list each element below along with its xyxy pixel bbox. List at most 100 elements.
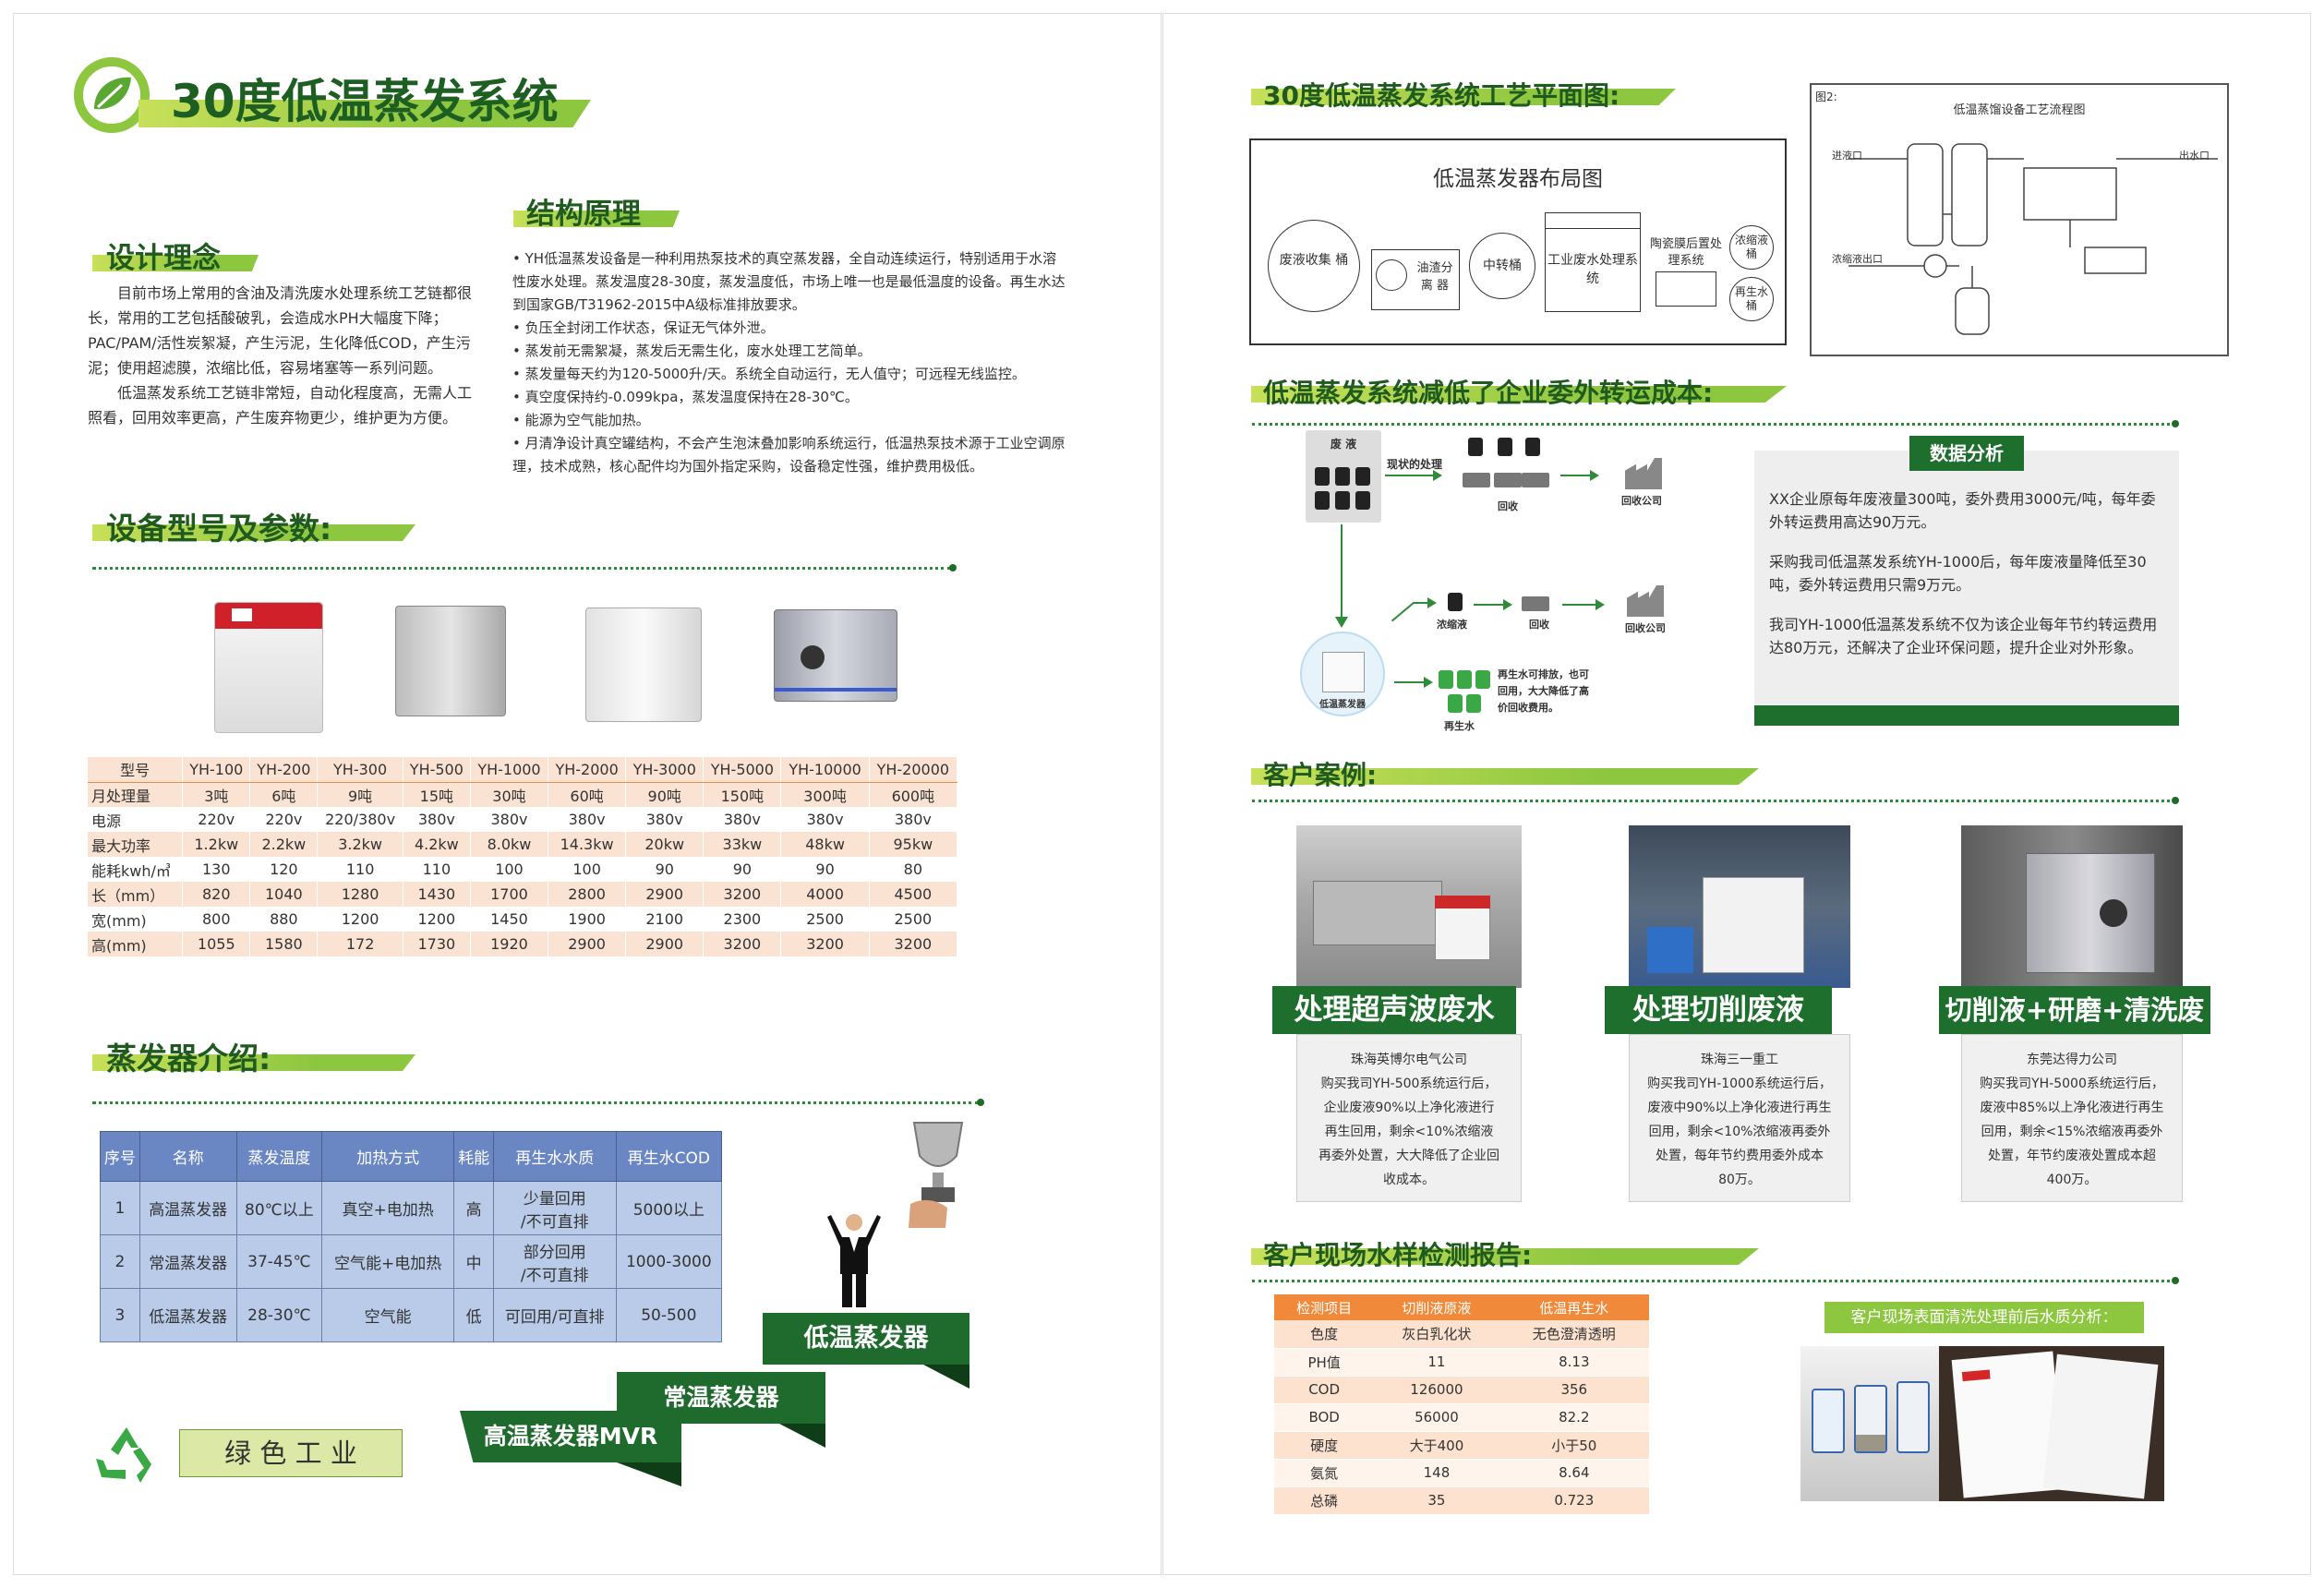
models-header-cell: YH-20000: [869, 757, 958, 783]
test-report-photo: [1939, 1346, 2164, 1501]
green-industry-label: 绿 色 工 业: [179, 1429, 403, 1477]
models-cell: 2100: [625, 907, 704, 932]
models-header-cell: YH-3000: [625, 757, 704, 783]
models-cell: 2900: [625, 932, 704, 956]
models-header-cell: YH-5000: [703, 757, 782, 783]
evaporator-cell: 高: [453, 1181, 494, 1235]
case3-photo: [1961, 825, 2183, 988]
models-cell: 4500: [869, 882, 958, 907]
report-cell: 氨氮: [1274, 1459, 1375, 1487]
models-cell: 1200: [403, 907, 471, 932]
evaporator-header-cell: 蒸发温度: [235, 1131, 323, 1182]
models-cell: 2500: [780, 907, 870, 932]
evaporator-cell: 空气能: [321, 1288, 455, 1342]
models-cell: 1055: [182, 932, 251, 956]
evaporator-cell: 可回用/可直排: [492, 1288, 617, 1342]
report-cell: 硬度: [1274, 1431, 1375, 1460]
page-title: 30度低温蒸发系统: [171, 75, 559, 128]
case2-photo: [1629, 825, 1850, 988]
models-cell: 3吨: [182, 782, 251, 807]
models-cell: 1580: [249, 932, 319, 956]
models-cell: 3200: [869, 932, 958, 956]
models-cell: 300吨: [780, 782, 870, 807]
layout-transfer-drum: 中转桶: [1469, 233, 1535, 299]
models-cell: 1280: [317, 882, 403, 907]
models-cell: 1200: [317, 907, 403, 932]
leaf-logo-icon: [74, 57, 150, 133]
models-cell: 880: [249, 907, 319, 932]
models-cell: 1040: [249, 882, 319, 907]
evaporator-cell: 少量回用/不可直排: [492, 1181, 617, 1235]
report-header-cell: 切削液原液: [1374, 1294, 1499, 1320]
report-row: 色度灰白乳化状无色澄清透明: [1274, 1320, 1649, 1349]
models-header-cell: YH-2000: [548, 757, 627, 783]
models-cell: 600吨: [869, 782, 958, 807]
trophy-icon: [901, 1119, 975, 1230]
models-cell: 90吨: [625, 782, 704, 807]
layout-collect-drum: 废液收集 桶: [1268, 220, 1360, 312]
step-low-temp: 低温蒸发器: [763, 1313, 969, 1365]
layout-concentrate-drum: 浓缩液桶: [1729, 225, 1774, 270]
models-cell: 8.0kw: [470, 832, 549, 857]
layout-title: 低温蒸发器布局图: [1433, 167, 1603, 191]
case1-label: 处理超声波废水: [1272, 986, 1516, 1034]
analysis-title: 数据分析: [1909, 436, 2024, 471]
evaporator-cell: 5000以上: [615, 1181, 723, 1235]
layout-reclaimed-drum: 再生水桶: [1729, 277, 1774, 321]
models-cell: 月处理量: [88, 782, 184, 807]
evaporator-heading: 蒸发器介绍:: [106, 1041, 271, 1077]
models-cell: 380v: [548, 807, 627, 832]
models-cell: 220/380v: [317, 807, 403, 832]
case3-label: 切削液+研磨+清洗废水: [1939, 986, 2210, 1074]
models-cell: 100: [470, 857, 549, 882]
models-cell: 3200: [703, 932, 782, 956]
models-cell: 120: [249, 857, 319, 882]
report-cell: 35: [1374, 1486, 1499, 1515]
evaporator-cell: 真空+电加热: [321, 1181, 455, 1235]
evaporator-cell: 37-45℃: [235, 1234, 323, 1289]
evaporator-header-cell: 加热方式: [321, 1131, 455, 1182]
evaporator-cell: 低温蒸发器: [138, 1288, 237, 1342]
models-cell: 2500: [869, 907, 958, 932]
models-cell: 2900: [625, 882, 704, 907]
factory-icon: [1625, 458, 1662, 489]
models-cell: 48kw: [780, 832, 870, 857]
models-cell: 100: [548, 857, 627, 882]
models-cell: 最大功率: [88, 832, 184, 857]
structure-list: YH低温蒸发设备是一种利用热泵技术的真空蒸发器，全自动连续运行，特别适用于水溶性…: [512, 247, 1066, 478]
case1-card: 珠海英博尔电气公司 购买我司YH-500系统运行后， 企业废液90%以上净化液进…: [1296, 1034, 1522, 1202]
step-high-temp: 高温蒸发器MVR: [460, 1411, 681, 1462]
report-cell: 148: [1374, 1459, 1499, 1487]
models-cell: 1700: [470, 882, 549, 907]
models-cell: 1450: [470, 907, 549, 932]
waste-box: 废 液: [1306, 430, 1381, 523]
evaporator-header-cell: 名称: [138, 1131, 237, 1182]
models-cell: 4000: [780, 882, 870, 907]
businessman-icon: [822, 1209, 886, 1311]
flow-diagram: 图2: 低温蒸馏设备工艺流程图 进液口 出水口 浓缩液出口: [1810, 83, 2229, 356]
evaporator-cell: 常温蒸发器: [138, 1234, 237, 1289]
models-cell: 3200: [780, 932, 870, 956]
evaporator-header-cell: 序号: [100, 1131, 140, 1182]
report-cell: COD: [1274, 1376, 1375, 1404]
report-cell: 总磷: [1274, 1486, 1375, 1515]
models-cell: 150吨: [703, 782, 782, 807]
report-cell: 356: [1499, 1376, 1649, 1404]
models-cell: 能耗kwh/㎥: [88, 857, 184, 882]
models-header-cell: YH-100: [182, 757, 251, 783]
models-heading: 设备型号及参数:: [106, 511, 332, 547]
models-cell: 1430: [403, 882, 471, 907]
case3-card: 东莞达得力公司 购买我司YH-5000系统运行后， 废液中85%以上净化液进行再…: [1961, 1034, 2183, 1202]
cost-diagram: 废 液 现状的处理 回收 回收公司 低温蒸发器 浓缩液 回收 回收公司 再生水 …: [1293, 427, 1745, 759]
models-cell: 820: [182, 882, 251, 907]
report-cell: 灰白乳化状: [1374, 1320, 1499, 1349]
models-cell: 90: [625, 857, 704, 882]
models-header-cell: YH-200: [249, 757, 319, 783]
models-cell: 3200: [703, 882, 782, 907]
models-cell: 15吨: [403, 782, 471, 807]
